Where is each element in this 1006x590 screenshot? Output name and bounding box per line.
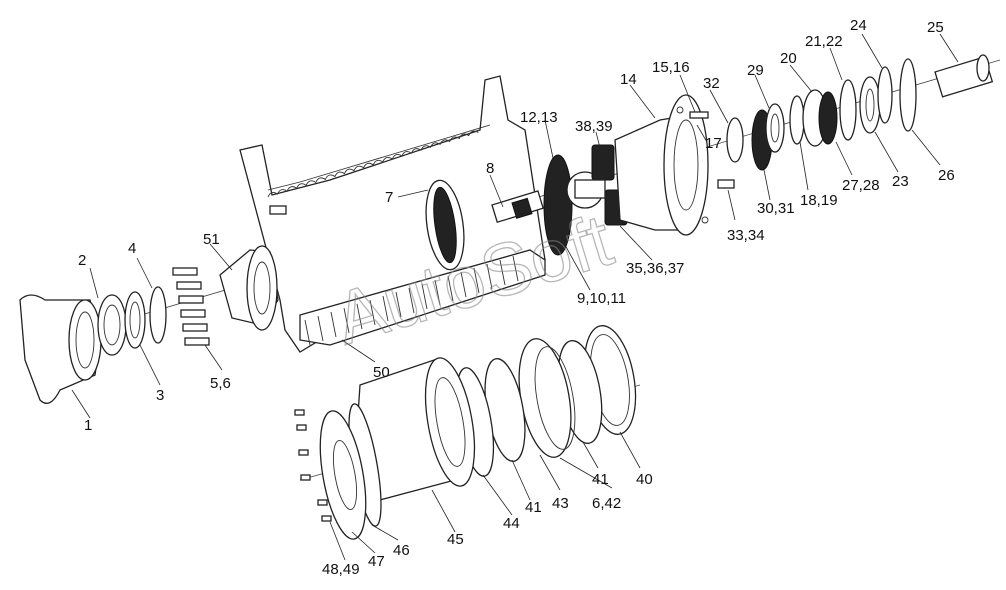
- label-46: 46: [393, 542, 410, 559]
- label-3: 3: [156, 387, 164, 404]
- label-18-19: 18,19: [800, 192, 838, 209]
- ring-26: [899, 58, 917, 132]
- label-8: 8: [486, 160, 494, 177]
- label-43: 43: [552, 495, 569, 512]
- label-33-34: 33,34: [727, 227, 765, 244]
- label-51: 51: [203, 231, 220, 248]
- ring-29: [765, 103, 785, 153]
- planetary-gears: [543, 144, 628, 256]
- cover-47: [319, 410, 367, 540]
- label-30-31: 30,31: [757, 200, 795, 217]
- label-2: 2: [78, 252, 86, 269]
- label-25: 25: [927, 19, 944, 36]
- bearing-2: [97, 294, 127, 356]
- label-26: 26: [938, 167, 955, 184]
- label-6-42: 6,42: [592, 495, 621, 512]
- label-38-39: 38,39: [575, 118, 613, 135]
- label-9-10-11: 9,10,11: [577, 290, 626, 307]
- ring-23: [859, 76, 881, 134]
- label-14: 14: [620, 71, 637, 88]
- label-47: 47: [368, 553, 385, 570]
- label-32: 32: [703, 75, 720, 92]
- spline-shaft-25: [934, 54, 994, 98]
- part-labels: 1 2 3 4 5,6 51 7 8 9,10,11 12,13 38,39 1…: [78, 17, 955, 578]
- bolts-5-6: [172, 267, 210, 346]
- label-41-upper: 41: [592, 471, 609, 488]
- label-35-36-37: 35,36,37: [626, 260, 684, 277]
- label-7: 7: [385, 189, 393, 206]
- label-50: 50: [373, 364, 390, 381]
- ring-21-22: [839, 79, 857, 141]
- housing-14: [614, 94, 735, 236]
- label-1: 1: [84, 417, 92, 434]
- drum-frame: [239, 75, 546, 353]
- ring-32: [726, 117, 744, 163]
- drum-45: [354, 357, 476, 501]
- label-48-49: 48,49: [322, 561, 360, 578]
- hub-51: [219, 245, 279, 331]
- ring-4: [149, 286, 167, 344]
- seal-18-19: [789, 95, 805, 145]
- label-40: 40: [636, 471, 653, 488]
- label-24: 24: [850, 17, 867, 34]
- leader-lines: [71, 33, 959, 561]
- label-15-16: 15,16: [652, 59, 690, 76]
- ring-24: [877, 66, 893, 124]
- bolts-48-49: [294, 409, 332, 522]
- left-flange-1: [19, 294, 102, 404]
- label-4: 4: [128, 240, 136, 257]
- label-20: 20: [780, 50, 797, 67]
- label-27-28: 27,28: [842, 177, 880, 194]
- label-12-13: 12,13: [520, 109, 558, 126]
- label-41-lower: 41: [525, 499, 542, 516]
- label-21-22: 21,22: [805, 33, 843, 50]
- label-23: 23: [892, 173, 909, 190]
- ring-3: [124, 291, 146, 349]
- label-44: 44: [503, 515, 520, 532]
- label-5-6: 5,6: [210, 375, 231, 392]
- label-45: 45: [447, 531, 464, 548]
- label-17: 17: [705, 135, 722, 152]
- label-29: 29: [747, 62, 764, 79]
- shaft-8: [491, 190, 544, 224]
- gear-20: [802, 89, 838, 147]
